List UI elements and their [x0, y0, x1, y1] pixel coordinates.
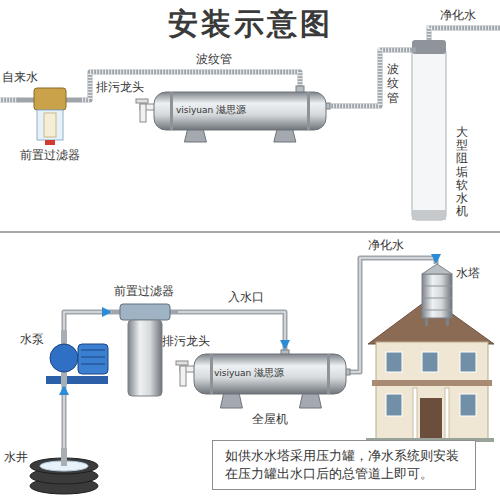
- pipe: [64, 312, 112, 330]
- house-column: [445, 388, 449, 440]
- inlet-pipe: [0, 100, 19, 101]
- tank-rim: [412, 210, 446, 220]
- note-text: 如供水水塔采用压力罐，净水系统则安装在压力罐出水口后的总管道上即可。: [225, 447, 463, 483]
- machine-band: [307, 92, 310, 130]
- pipe-corrugation: [0, 98, 19, 103]
- pipe-label: 净化水: [440, 8, 476, 22]
- pipe: [429, 28, 500, 41]
- house-door: [420, 398, 442, 440]
- part-label: 排污龙头: [96, 80, 144, 94]
- drain-faucet: [136, 99, 155, 122]
- faucet-spout: [180, 366, 186, 386]
- filter-bowl: [128, 320, 162, 396]
- house-illustration: [366, 298, 494, 442]
- pipe-label: 入水口: [228, 290, 264, 304]
- pipe-corrugation: [429, 28, 500, 41]
- pipe-label: 波纹管: [387, 62, 399, 105]
- water-pipe: [64, 385, 65, 448]
- pipe: [330, 50, 412, 106]
- motor-fin: [81, 350, 105, 351]
- house-column: [413, 388, 417, 440]
- pipe-highlight: [64, 312, 112, 330]
- pipe-label: 自来水: [2, 70, 38, 84]
- house-cornice: [372, 380, 492, 386]
- note-box: 如供水水塔采用压力罐，净水系统则安装在压力罐出水口后的总管道上即可。: [212, 440, 476, 490]
- pump-volute: [50, 344, 78, 372]
- tower-cone: [422, 264, 452, 274]
- drain-faucet: [176, 361, 195, 386]
- purifier-machine: visiyuan滋思源: [150, 86, 330, 144]
- pump-motor: [78, 344, 108, 374]
- pipe-highlight: [63, 385, 65, 448]
- node-sublabel: 滋思源: [216, 104, 246, 116]
- faucet-handle: [136, 99, 148, 103]
- motor-fin: [81, 364, 105, 365]
- tower-rib: [422, 310, 452, 311]
- pipe-label: 净化水: [368, 238, 404, 252]
- purifier-machine: visiyuan滋思源全屋机: [190, 350, 350, 432]
- tower-body: [422, 274, 452, 318]
- tower-rib: [422, 298, 452, 299]
- node-label: 水井: [4, 450, 28, 464]
- drain-cap: [45, 140, 55, 145]
- machine-band: [210, 354, 213, 394]
- pipe-corrugation: [330, 50, 412, 106]
- machine-body: [154, 92, 326, 130]
- part-label: 排污龙头: [162, 334, 210, 348]
- tower-rib: [422, 286, 452, 287]
- pipe: [0, 98, 19, 103]
- flow-arrow: [64, 312, 112, 330]
- node-label: 水泵: [20, 332, 44, 346]
- house-wall: [376, 342, 488, 440]
- flow-arrow: [330, 50, 412, 106]
- water-pipe: [64, 312, 112, 330]
- outlet-pipe: [429, 28, 500, 41]
- pipe-stub: [412, 48, 416, 53]
- node-sublabel: 滋思源: [254, 367, 284, 379]
- motor-fin: [81, 357, 105, 358]
- machine-body: [194, 354, 346, 394]
- pipe-label: 波纹管: [196, 52, 232, 66]
- water-pump: 水泵: [20, 330, 108, 385]
- filter-head: [120, 304, 170, 320]
- water-tower: 水塔: [420, 264, 484, 326]
- pump-base: [46, 376, 108, 384]
- tank-cap: [412, 40, 446, 54]
- section-divider: [0, 231, 500, 233]
- pipe: [62, 385, 67, 448]
- filter-cartridge: [44, 113, 56, 137]
- diagram-title: 安装示意图: [0, 6, 500, 42]
- house-window: [422, 352, 438, 372]
- node-label: visiyuan: [176, 105, 213, 116]
- node-label: visiyuan: [214, 368, 251, 379]
- filter-head: [34, 88, 66, 110]
- house-window: [386, 394, 402, 416]
- node-label: 水塔: [456, 266, 480, 280]
- machine-band: [170, 92, 173, 130]
- flow-arrow: [64, 385, 65, 448]
- water-pipe: [330, 50, 412, 106]
- faucet-spout: [140, 104, 146, 122]
- filter-bowl: [37, 110, 63, 140]
- node-label: 大型阻垢软水机: [456, 126, 468, 218]
- softener-tank: 大型阻垢软水机: [412, 40, 474, 222]
- node-label: 前置过滤器: [114, 284, 174, 298]
- house-window: [386, 352, 402, 372]
- node-sublabel: 全屋机: [252, 412, 288, 426]
- faucet-handle: [176, 361, 188, 365]
- node-label: 前置过滤器: [20, 148, 80, 162]
- tank-body: [412, 48, 446, 220]
- house-window: [460, 352, 476, 372]
- well-pipe: [61, 448, 67, 466]
- water-well: 水井: [4, 448, 100, 496]
- house-window: [460, 394, 476, 416]
- machine-band: [327, 354, 330, 394]
